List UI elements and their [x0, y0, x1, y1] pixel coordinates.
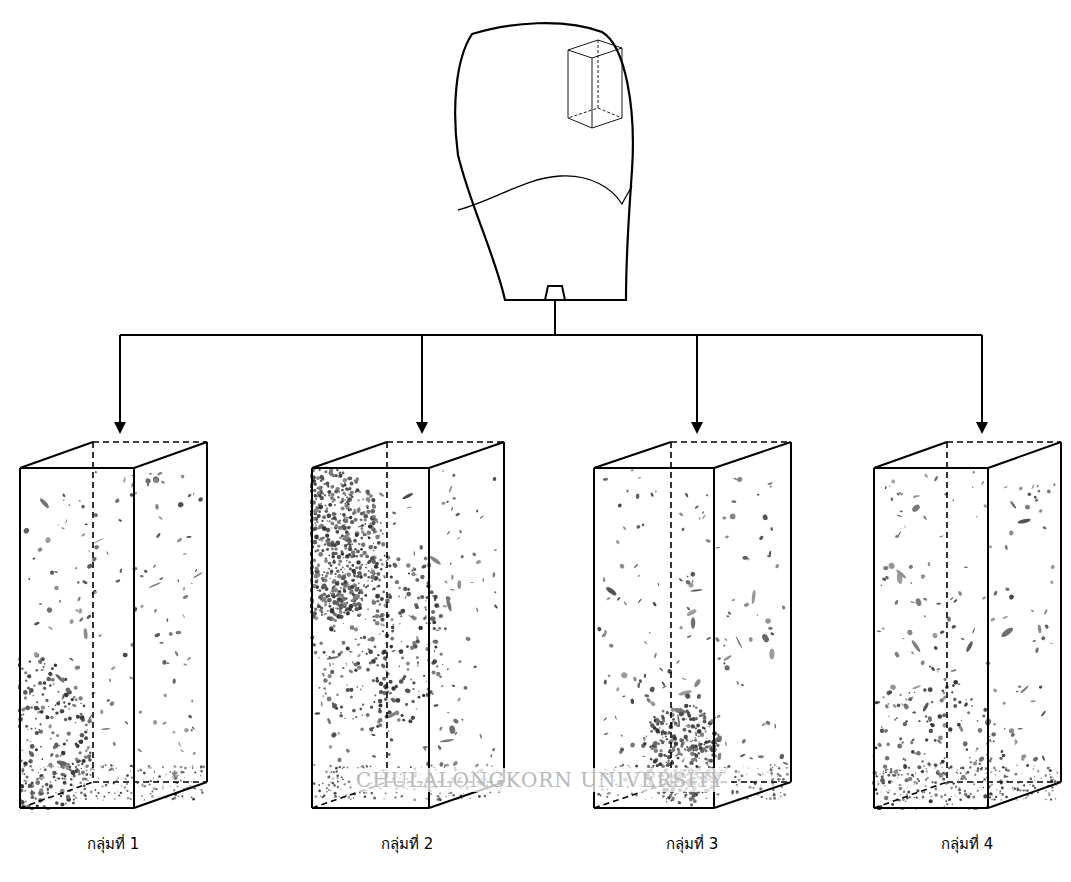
- microct-render: [310, 440, 505, 810]
- group-label: กลุ่มที่ 2: [381, 832, 433, 856]
- sample-cube: กลุ่มที่ 1: [18, 440, 208, 854]
- sample-cube: กลุ่มที่ 4: [872, 440, 1062, 854]
- group-label: กลุ่มที่ 4: [941, 832, 993, 856]
- microct-render: [872, 440, 1062, 810]
- watermark: CHULALONGKORN UNIVERSITY: [352, 768, 729, 792]
- microct-render: [18, 440, 208, 810]
- microct-render: [592, 440, 792, 810]
- group-label: กลุ่มที่ 1: [87, 832, 139, 856]
- group-label: กลุ่มที่ 3: [666, 832, 718, 856]
